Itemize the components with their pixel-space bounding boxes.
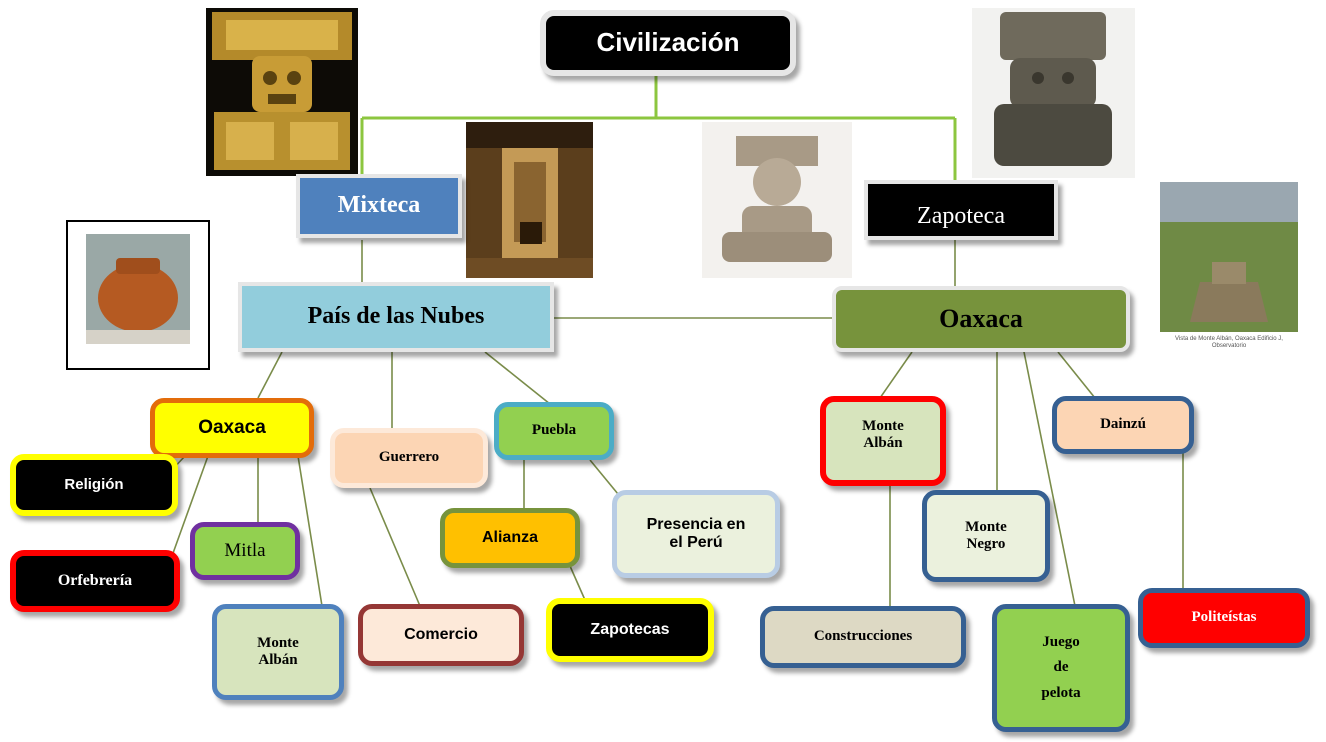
node-monte-negro: Monte Negro [922, 490, 1050, 582]
node-monte-alban-right: Monte Albán [820, 396, 946, 486]
node-comercio: Comercio [358, 604, 524, 666]
title-civilizacion: Civilización [540, 10, 796, 76]
node-zapotecas: Zapotecas [546, 598, 714, 662]
node-religion: Religión [10, 454, 178, 516]
node-zapoteca: Zapoteca [864, 180, 1058, 240]
connector-puebla-presencia [589, 459, 619, 495]
connector-oaxaca-orfebreria [171, 455, 209, 557]
clay-pot-photo-frame [66, 220, 210, 370]
connector-oaxaca-montealban [297, 455, 323, 607]
connector-pais-puebla [484, 351, 551, 405]
connector-alianza-zapotecas [569, 565, 586, 601]
node-puebla: Puebla [494, 402, 614, 460]
node-politeistas: Politeístas [1138, 588, 1310, 648]
node-mitla: Mitla [190, 522, 300, 580]
mixtec-gold-pectoral-photo [206, 8, 358, 176]
connector-oaxaca-montealban-r [879, 351, 913, 399]
connector-pais-oaxacaleft [257, 351, 283, 399]
node-oaxaca-left: Oaxaca [150, 398, 314, 458]
node-mixteca: Mixteca [296, 174, 462, 238]
node-alianza: Alianza [440, 508, 580, 568]
connector-oaxaca-dainzu [1057, 351, 1096, 399]
node-monte-alban-left: Monte Albán [212, 604, 344, 700]
node-pais-de-las-nubes: País de las Nubes [238, 282, 554, 352]
connector-guerrero-comercio [369, 487, 421, 607]
node-guerrero: Guerrero [330, 428, 488, 488]
zapotec-clay-figure-photo [702, 122, 852, 278]
node-oaxaca-main: Oaxaca [832, 286, 1130, 352]
zapotec-urn-photo [972, 8, 1135, 178]
connector-oaxaca-juego [1021, 341, 1076, 607]
node-construcciones: Construcciones [760, 606, 966, 668]
clay-pot-photo [86, 234, 190, 344]
node-juego-de-pelota: Juego de pelota [992, 604, 1130, 732]
tomb-corridor-photo [466, 122, 593, 278]
monte-alban-photo-caption: Vista de Monte Albán, Oaxaca Edificio J,… [1175, 336, 1283, 350]
node-dainzu: Dainzú [1052, 396, 1194, 454]
monte-alban-photo [1160, 182, 1298, 332]
node-presencia-peru: Presencia en el Perú [612, 490, 780, 578]
node-orfebreria: Orfebrería [10, 550, 180, 612]
